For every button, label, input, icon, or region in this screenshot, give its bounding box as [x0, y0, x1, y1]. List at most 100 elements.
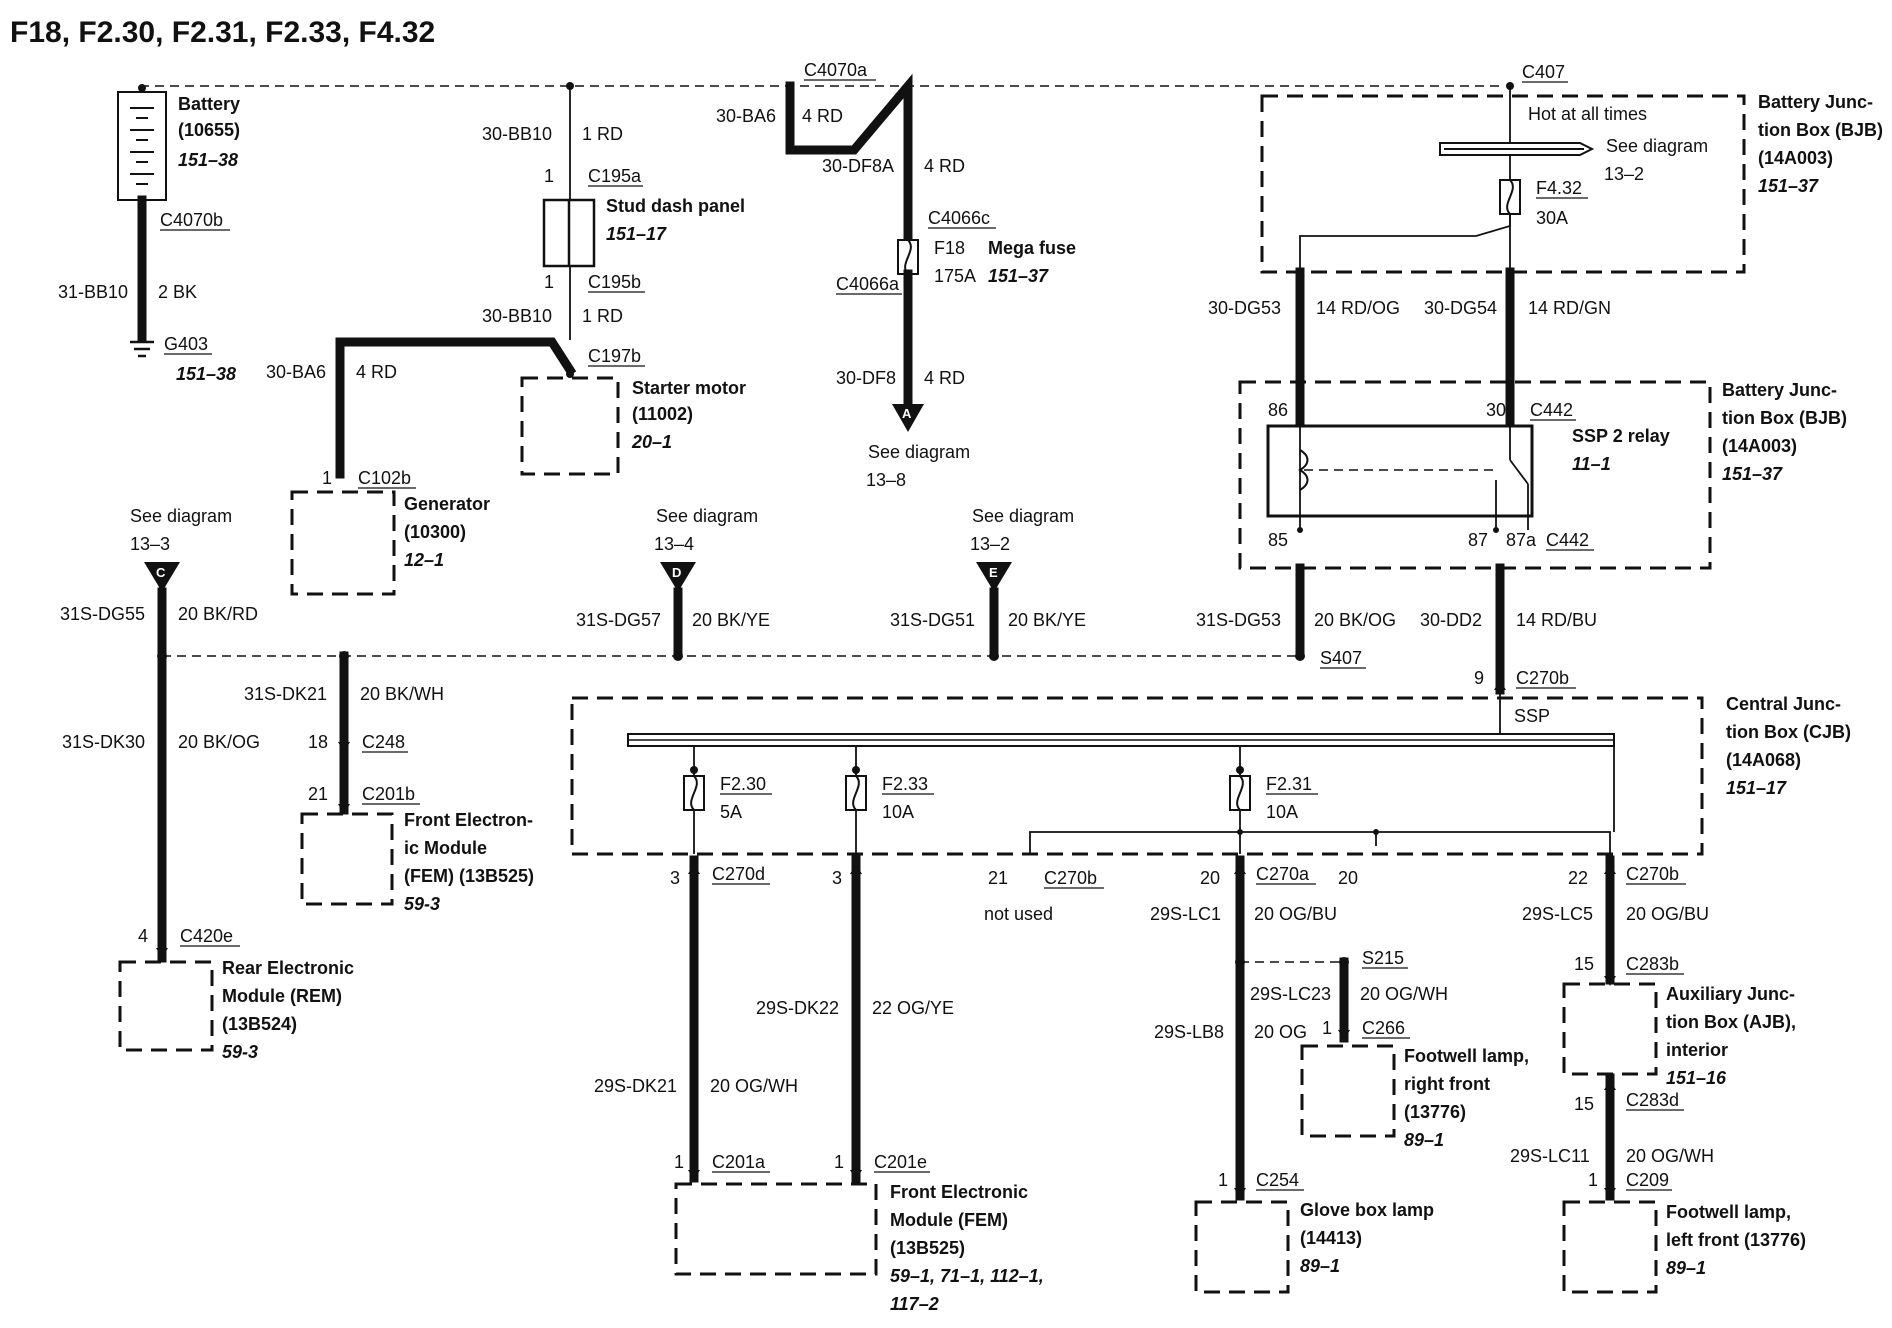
rem-ref: 59-3 — [222, 1042, 258, 1062]
s407-color: 20 BK/OG — [1314, 610, 1396, 630]
hot-at-all-times: Hot at all times — [1528, 104, 1647, 124]
gnd-d-see: See diagram — [656, 506, 758, 526]
starter-conn: C197b — [588, 346, 641, 366]
bjb2-number: (14A003) — [1722, 436, 1797, 456]
f432-id: F4.32 — [1536, 178, 1582, 198]
mega-ref: 151–37 — [988, 266, 1049, 286]
ground-d-icon — [660, 562, 696, 592]
bjb1-ref: 151–37 — [1758, 176, 1819, 196]
mega-color2: 4 RD — [924, 156, 965, 176]
gnd-c-letter: C — [156, 565, 166, 580]
relay-pin-85: 85 — [1268, 530, 1288, 550]
glove-wire: 29S-LC1 — [1150, 904, 1221, 924]
ground-d-group: See diagram 13–4 D 31S-DG57 20 BK/YE — [576, 506, 770, 661]
stud-conn-top: C195a — [588, 166, 642, 186]
f432-branch-wire — [1299, 214, 1511, 272]
starter-ref: 20–1 — [631, 432, 672, 452]
battery-number: (10655) — [178, 120, 240, 140]
bjb1-name2: tion Box (BJB) — [1758, 120, 1883, 140]
battery-wire-color: 2 BK — [158, 282, 197, 302]
fem-left-group: 31S-DK21 20 BK/WH 18 C248 21 C201b Front… — [244, 651, 534, 914]
bjb1-colorR: 14 RD/GN — [1528, 298, 1611, 318]
stud-wire-top: 30-BB10 — [482, 124, 552, 144]
relay-name: SSP 2 relay — [1572, 426, 1670, 446]
rem-name2: Module (REM) — [222, 986, 342, 1006]
ground-e-icon — [976, 562, 1012, 592]
relay-pin-30: 30 — [1486, 400, 1506, 420]
battery-ref: 151–38 — [178, 150, 238, 170]
c270a-pin2: 20 — [1338, 868, 1358, 888]
bjb-top-group: C407 Hot at all times See diagram 13–2 F… — [1208, 62, 1883, 425]
arrow-a-icon — [892, 404, 924, 432]
fem-left-box — [300, 812, 394, 906]
rem-name1: Rear Electronic — [222, 958, 354, 978]
bjb1-colorL: 14 RD/OG — [1316, 298, 1400, 318]
c420e-pin: 4 — [138, 926, 148, 946]
fem-left-name2: ic Module — [404, 838, 487, 858]
glove-color: 20 OG/BU — [1254, 904, 1337, 924]
ground-icon — [130, 340, 154, 358]
relay-pin-87a: 87a — [1506, 530, 1537, 550]
mega-see-ref: 13–8 — [866, 470, 906, 490]
gnd-e-letter: E — [989, 565, 998, 580]
c283b-pin: 15 — [1574, 954, 1594, 974]
f233-id: F2.33 — [882, 774, 928, 794]
c209-conn: C209 — [1626, 1170, 1669, 1190]
ground-c-group: See diagram 13–3 C 31S-DG55 20 BK/RD — [60, 506, 258, 963]
ground-c-icon — [144, 562, 180, 592]
gnd-c-color: 20 BK/RD — [178, 604, 258, 624]
c201b-pin: 21 — [308, 784, 328, 804]
glove-ref: 89–1 — [1300, 1256, 1340, 1276]
s215-splice: S215 — [1362, 948, 1404, 968]
starter-name: Starter motor — [632, 378, 746, 398]
mega-fuse-group: C4070a 30-BA6 4 RD 30-DF8A 4 RD C4066c F… — [716, 60, 1076, 490]
gnd-e-wire: 31S-DG51 — [890, 610, 975, 630]
rem-color: 20 BK/OG — [178, 732, 260, 752]
cjb-number: (14A068) — [1726, 750, 1801, 770]
f233-amp: 10A — [882, 802, 914, 822]
stud-wire-bot: 30-BB10 — [482, 306, 552, 326]
fem-bottom-box — [674, 1182, 878, 1276]
f432-amp: 30A — [1536, 208, 1568, 228]
gnd-e-color: 20 BK/YE — [1008, 610, 1086, 630]
mega-wire2: 30-DF8A — [822, 156, 894, 176]
c209-pin: 1 — [1588, 1170, 1598, 1190]
ajb-color: 20 OG/BU — [1626, 904, 1709, 924]
ajb-name3: interior — [1666, 1040, 1728, 1060]
c248-pin: 18 — [308, 732, 328, 752]
fem-left-ref: 59-3 — [404, 894, 440, 914]
gnd-e-see: See diagram — [972, 506, 1074, 526]
rem-group: 31S-DK30 20 BK/OG 4 C420e Rear Electroni… — [62, 732, 354, 1062]
s407-splice: S407 — [1320, 648, 1362, 668]
starter-number: (11002) — [632, 404, 693, 424]
c248-conn: C248 — [362, 732, 405, 752]
ajb-c270b-pin: 22 — [1568, 868, 1588, 888]
gnd-c-wire: 31S-DG55 — [60, 604, 145, 624]
bjb1-see-ref: 13–2 — [1604, 164, 1644, 184]
relay-ref: 11–1 — [1572, 454, 1611, 474]
bjb1-number: (14A003) — [1758, 148, 1833, 168]
relay-pin-86: 86 — [1268, 400, 1288, 420]
c201a-conn: C201a — [712, 1152, 766, 1172]
bjb-relay-group: 86 30 C442 SSP 2 relay 11–1 85 87 87a C4… — [1238, 380, 1847, 570]
glove-box-lamp-box — [1194, 1200, 1290, 1294]
mega-amp: 175A — [934, 266, 976, 286]
gnd-d-letter: D — [672, 565, 681, 580]
stud-name: Stud dash panel — [606, 196, 745, 216]
bjb2-ref: 151–37 — [1722, 464, 1783, 484]
cjb-ref: 151–17 — [1726, 778, 1787, 798]
bjb1-wireR: 30-DG54 — [1424, 298, 1497, 318]
bjb1-name1: Battery Junc- — [1758, 92, 1873, 112]
c201b-conn: C201b — [362, 784, 415, 804]
relay-coil-icon — [1298, 449, 1309, 491]
c270a-pin: 20 — [1200, 868, 1220, 888]
c283b-conn: C283b — [1626, 954, 1679, 974]
c270d-pin-b: 3 — [832, 868, 842, 888]
diagram-title: F18, F2.30, F2.31, F2.33, F4.32 — [10, 16, 435, 49]
mega-fuse-wire — [785, 73, 913, 245]
glove-name: Glove box lamp — [1300, 1200, 1434, 1220]
rem-box — [118, 960, 214, 1052]
generator-box — [290, 490, 396, 596]
battery-wire-id: 31-BB10 — [58, 282, 128, 302]
mega-wire1: 30-BA6 — [716, 106, 776, 126]
